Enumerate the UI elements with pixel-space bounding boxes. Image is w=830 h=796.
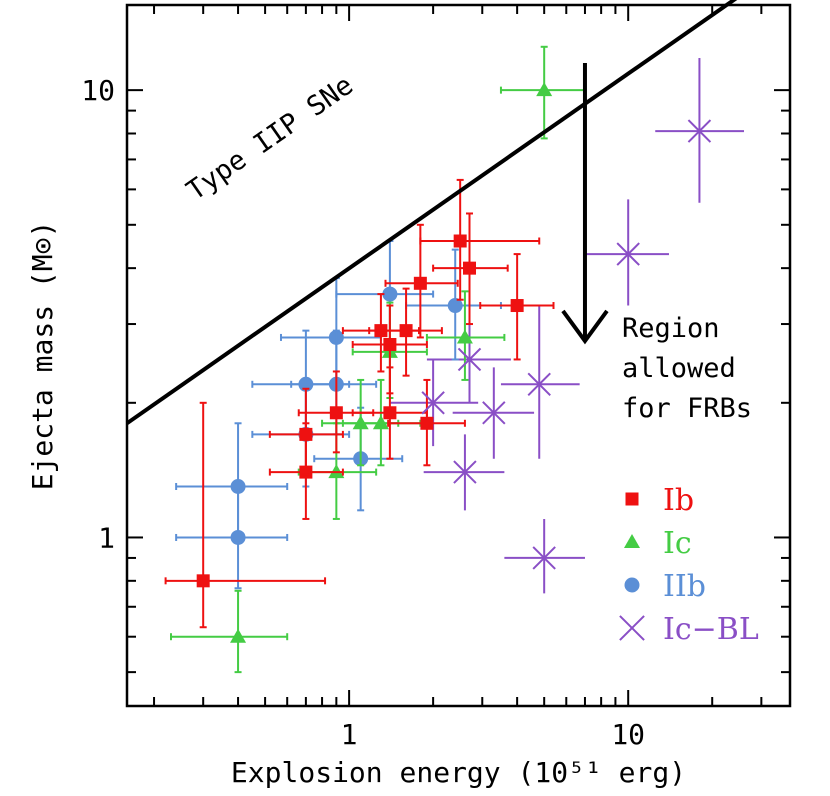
square-marker	[196, 574, 210, 588]
data-point	[368, 287, 443, 377]
axis-ticks: 1 10 1 10	[81, 5, 790, 751]
data-series	[164, 45, 745, 674]
square-marker	[413, 276, 427, 290]
data-point	[169, 589, 289, 674]
cross-marker	[527, 372, 551, 397]
square-marker	[453, 234, 467, 248]
triangle-marker	[372, 415, 389, 430]
square-marker	[625, 492, 639, 506]
cross-marker	[482, 401, 506, 425]
square-marker	[399, 324, 413, 338]
x-tick-label: 1	[341, 718, 358, 751]
data-point	[387, 378, 466, 467]
series-triangle	[169, 45, 586, 674]
cross-marker	[616, 242, 640, 266]
series-cross-markers	[421, 119, 712, 570]
circle-marker	[230, 529, 246, 545]
legend-entry: Ic−BL	[619, 612, 759, 647]
triangle-marker	[456, 329, 473, 344]
triangle-marker	[624, 534, 640, 548]
legend-entry: Ic	[624, 526, 692, 561]
legend-label: Ic	[663, 526, 692, 561]
x-axis-label: Explosion energy (10⁵¹ erg)	[231, 756, 686, 789]
data-point	[425, 290, 506, 381]
x-tick-label: 10	[611, 718, 645, 751]
square-marker	[383, 338, 397, 352]
data-point	[175, 485, 289, 590]
data-point	[164, 401, 327, 629]
region-annotation-line: Region	[622, 313, 720, 344]
square-marker	[299, 427, 313, 441]
cross-marker	[457, 347, 482, 372]
y-tick-label: 1	[98, 521, 115, 554]
square-marker	[462, 261, 476, 275]
data-point	[432, 212, 509, 326]
cross-marker	[619, 615, 645, 641]
legend-entry: Ib	[625, 483, 694, 518]
series-square	[164, 178, 555, 629]
data-point	[499, 45, 586, 140]
data-point	[351, 366, 428, 460]
type-iip-label: Type IIP SNe	[181, 70, 359, 207]
circle-marker	[447, 298, 463, 314]
legend-label: Ic−BL	[663, 612, 759, 647]
axis-labels: Explosion energy (10⁵¹ erg) Ejecta mass …	[26, 221, 686, 789]
y-tick-label: 10	[81, 74, 115, 107]
circle-marker	[382, 286, 398, 302]
triangle-marker	[536, 82, 553, 97]
data-point	[175, 422, 289, 543]
square-marker	[329, 406, 343, 420]
circle-marker	[624, 577, 640, 593]
cross-marker	[532, 546, 556, 570]
square-marker	[383, 406, 397, 420]
data-point	[268, 387, 344, 476]
legend-entry: IIb	[624, 569, 706, 604]
cross-marker	[453, 460, 477, 484]
cross-marker	[687, 119, 712, 143]
data-point	[479, 253, 555, 361]
legend-label: Ib	[663, 483, 694, 518]
cross-marker	[421, 391, 445, 415]
arrow-head	[561, 309, 609, 345]
region-annotation-line: allowed	[622, 353, 736, 384]
type-iip-boundary-line	[125, 0, 738, 425]
square-marker	[420, 416, 434, 430]
triangle-marker	[230, 628, 247, 643]
region-annotation-line: for FRBs	[622, 393, 752, 424]
plot-frame	[125, 3, 792, 708]
square-marker	[510, 299, 524, 313]
legend-label: IIb	[663, 569, 706, 604]
data-point	[419, 178, 541, 301]
data-point	[297, 370, 375, 454]
y-axis-label: Ejecta mass (M⊙)	[26, 221, 59, 491]
